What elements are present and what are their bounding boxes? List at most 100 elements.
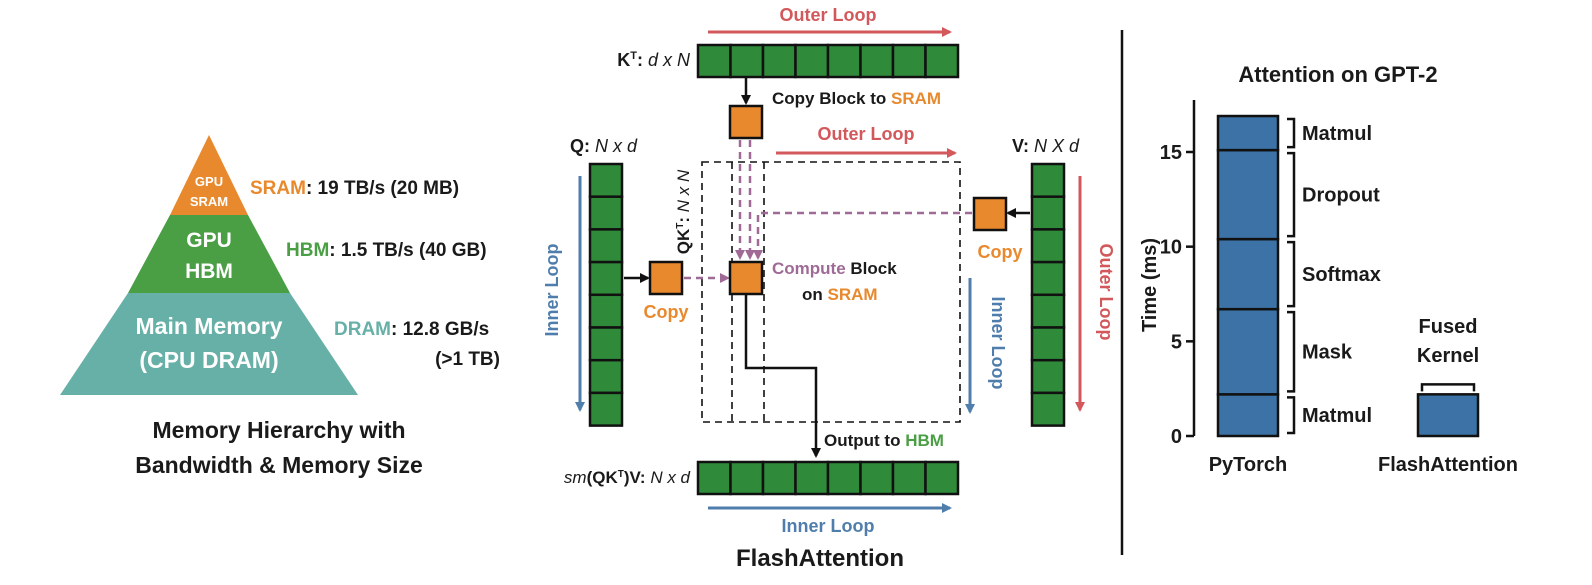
chart-ylabel: Time (ms) [1139,238,1161,332]
inner-loop-mid-label: Inner Loop [988,297,1008,390]
inner-loop-bottom-label: Inner Loop [782,516,875,536]
output-block [859,460,895,496]
q-block-column [588,162,624,427]
y-tick-label: 5 [1171,331,1182,353]
bar-segment [1416,393,1480,438]
compute-block [728,260,764,296]
output-arrow [744,294,821,458]
attention-chart-panel: Attention on GPT-2 Time (ms) 051015PyTor… [1139,62,1518,476]
pyramid-hbm-tier [128,215,290,293]
q-block [588,195,624,231]
dram-spec: DRAM: 12.8 GB/s [334,319,489,340]
compute-label-1: Compute Block [772,259,897,278]
segment-label: Matmul [1302,123,1372,145]
v-to-compute-flow [753,211,972,260]
q-block [588,162,624,198]
q-sram-block [648,260,684,296]
dram-spec-size: (>1 TB) [435,349,500,370]
v-block [1030,195,1066,231]
output-block [696,460,732,496]
chart-title: Attention on GPT-2 [1238,62,1437,87]
bar-segment [1216,393,1280,438]
outer-loop-mid-label: Outer Loop [818,124,915,144]
kt-block [859,43,895,79]
fused-kernel-label: Fused [1419,316,1478,338]
output-label: Output to HBM [824,431,944,450]
pyramid-dram-tier [60,293,358,395]
x-category-label: FlashAttention [1378,454,1518,476]
segment-label: Matmul [1302,405,1372,427]
segment-bracket [1287,310,1296,393]
pyramid-caption-2: Bandwidth & Memory Size [135,452,423,478]
kt-block [696,43,732,79]
memory-hierarchy-panel: GPU SRAM GPU HBM Main Memory (CPU DRAM) … [60,135,500,478]
pyramid-hbm-label-1: GPU [186,229,232,252]
pyramid-dram-label-2: (CPU DRAM) [139,347,278,373]
q-block [588,228,624,264]
kt-label: KT: d x N [617,50,691,70]
bar-segment [1216,237,1280,311]
qkt-matrix-outline [701,161,961,423]
kt-block [761,43,797,79]
kt-block [891,43,927,79]
copy-right-label: Copy [978,242,1023,262]
pyramid-caption-1: Memory Hierarchy with [152,417,405,443]
output-matrix-label: sm(QKT)V: N x d [564,468,691,487]
segment-label: Mask [1302,342,1353,364]
v-block [1030,326,1066,362]
y-tick-label: 15 [1160,142,1182,164]
output-block-row [696,460,960,496]
bar-segment [1216,114,1280,152]
y-tick-label: 0 [1171,426,1182,448]
q-block [588,358,624,395]
kt-block [924,43,960,79]
q-block [588,293,624,329]
v-label: V: N X d [1012,136,1080,156]
v-block [1030,162,1066,198]
segment-label: Dropout [1302,185,1380,207]
fused-kernel-label: Kernel [1417,345,1479,367]
pyramid-sram-label-1: GPU [195,174,223,189]
hbm-spec: HBM: 1.5 TB/s (40 GB) [286,240,487,261]
pyramid-sram-label-2: SRAM [190,194,228,209]
segment-bracket [1287,151,1296,238]
q-block [588,326,624,362]
pyramid-hbm-label-2: HBM [185,260,233,283]
qkt-label: QKT: N x N [674,169,693,254]
kt-block-row [696,43,960,79]
output-block [924,460,960,496]
output-block [729,460,765,496]
flashattention-panel: Outer Loop KT: d x N Copy Block to SRAM … [542,5,1116,572]
q-block [588,260,624,297]
output-block [794,460,830,496]
q-block [588,391,624,427]
pyramid-dram-label-1: Main Memory [136,313,283,339]
v-sram-block [972,196,1008,232]
output-block [761,460,797,496]
y-tick-label: 10 [1160,237,1182,259]
kt-sram-block [728,104,764,140]
copy-block-label: Copy Block to SRAM [772,89,941,108]
kt-block [794,43,830,79]
v-block [1030,228,1066,264]
bar-segment [1216,148,1280,241]
fused-kernel-bracket [1420,383,1476,392]
flashattention-title: FlashAttention [736,545,904,572]
segment-bracket [1287,396,1296,435]
v-block [1030,293,1066,329]
v-block [1030,358,1066,395]
pyramid-sram-tier [170,135,248,215]
copy-left-label: Copy [644,302,689,322]
sram-spec: SRAM: 19 TB/s (20 MB) [250,178,459,199]
compute-label-2: on SRAM [802,285,878,304]
output-block [891,460,927,496]
outer-loop-right-label: Outer Loop [1096,244,1116,341]
segment-bracket [1287,117,1296,149]
outer-loop-top-label: Outer Loop [780,5,877,25]
kt-block [826,43,862,79]
segment-bracket [1287,240,1296,308]
inner-loop-left-label: Inner Loop [542,244,562,337]
segment-label: Softmax [1302,264,1381,286]
